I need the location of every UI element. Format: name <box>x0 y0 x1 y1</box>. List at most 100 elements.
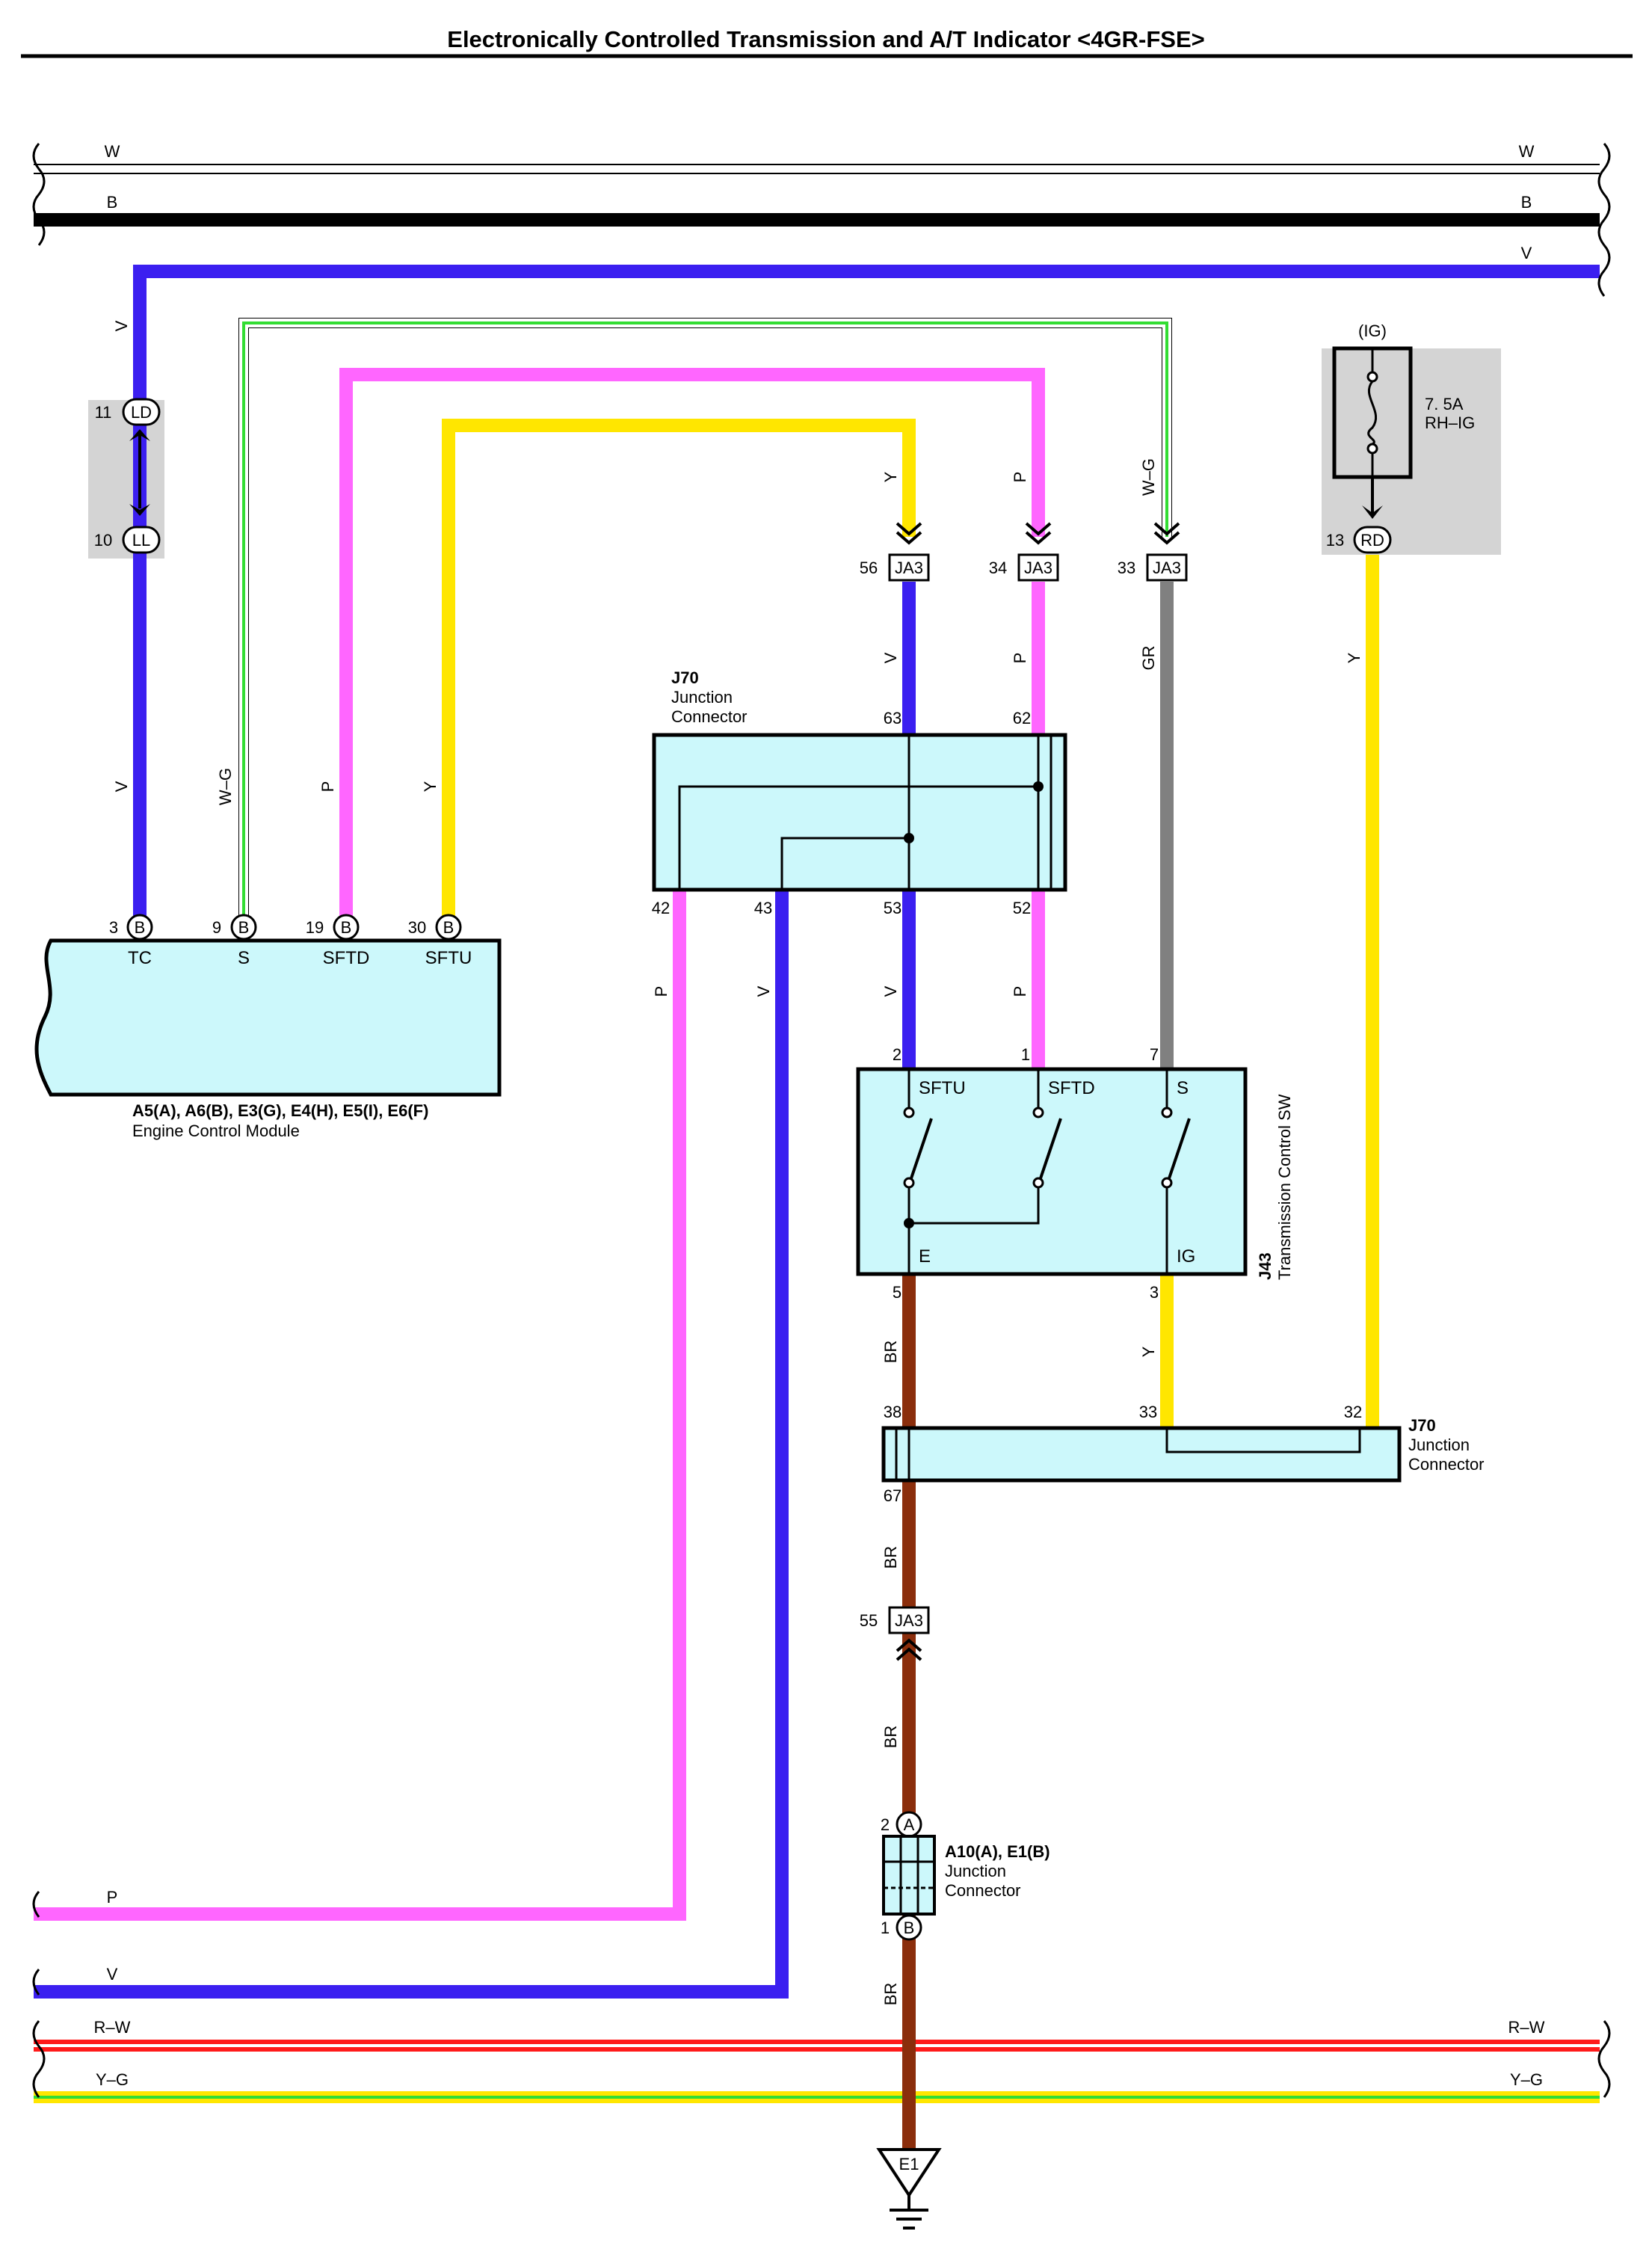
svg-text:JA3: JA3 <box>895 559 923 577</box>
transmission-control-switch: 2 1 7 5 3 SFTU SFTD S E IG J43 Transmiss… <box>856 1045 1294 1302</box>
bus-w-label-right: W <box>1519 142 1535 161</box>
svg-text:LL: LL <box>132 531 150 550</box>
svg-text:62: 62 <box>1013 709 1031 727</box>
svg-text:RH–IG: RH–IG <box>1425 413 1475 432</box>
svg-text:3: 3 <box>109 918 118 937</box>
ecm-pin-sftd: B 19 SFTD <box>306 914 370 968</box>
svg-text:Junction: Junction <box>671 688 733 707</box>
svg-text:34: 34 <box>989 559 1007 577</box>
wire-label-br-67: BR <box>881 1546 900 1569</box>
svg-text:SFTD: SFTD <box>323 948 370 968</box>
svg-text:JA3: JA3 <box>1153 559 1181 577</box>
svg-text:SFTU: SFTU <box>919 1078 966 1098</box>
svg-text:1: 1 <box>881 1919 890 1937</box>
svg-text:42: 42 <box>652 899 670 917</box>
svg-text:JA3: JA3 <box>895 1611 923 1630</box>
svg-text:SFTD: SFTD <box>1048 1078 1095 1098</box>
wire-y-sftu <box>442 419 916 925</box>
svg-text:33: 33 <box>1139 1403 1157 1421</box>
svg-text:A10(A), E1(B): A10(A), E1(B) <box>945 1842 1050 1861</box>
wire-label-br-55: BR <box>881 1726 900 1749</box>
wire-label-p-52: P <box>1011 986 1029 997</box>
svg-text:10: 10 <box>94 531 112 550</box>
svg-text:J70: J70 <box>1408 1416 1436 1435</box>
wire-label-p-ecm: P <box>318 781 337 793</box>
wire-p-42 <box>34 890 686 1921</box>
svg-text:IG: IG <box>1177 1246 1195 1267</box>
svg-text:2: 2 <box>893 1045 901 1064</box>
wire-label-y-ecm: Y <box>421 781 440 792</box>
svg-text:67: 67 <box>884 1486 901 1505</box>
svg-text:33: 33 <box>1118 559 1135 577</box>
svg-text:11: 11 <box>95 403 112 422</box>
svg-text:32: 32 <box>1344 1403 1362 1421</box>
bus-v-label-left: V <box>107 1965 118 1984</box>
chevron-down-icon <box>129 504 150 516</box>
bus-b-label-right: B <box>1521 193 1532 212</box>
svg-text:53: 53 <box>884 899 901 917</box>
svg-text:B: B <box>443 918 454 937</box>
svg-text:Connector: Connector <box>945 1881 1021 1900</box>
wire-label-y-ja3: Y <box>881 471 900 482</box>
bus-rw-label-left: R–W <box>94 2018 131 2037</box>
svg-text:A: A <box>904 1815 915 1834</box>
wire-label-p-ja3: P <box>1011 472 1029 483</box>
wire-label-br-5: BR <box>881 1341 900 1364</box>
svg-text:Junction: Junction <box>1408 1436 1470 1454</box>
a10-junction-connector: A 2 B 1 A10(A), E1(B) Junction Connector <box>881 1811 1050 1941</box>
svg-text:RD: RD <box>1360 531 1384 550</box>
wire-p-sftd <box>339 368 1045 925</box>
arrow-down-icon <box>1362 505 1383 519</box>
svg-text:J70: J70 <box>671 668 699 687</box>
svg-text:63: 63 <box>884 709 901 727</box>
ground-icon <box>876 2148 942 2198</box>
ja3-connector-56: JA3 56 <box>860 522 930 582</box>
ecm-code: A5(A), A6(B), E3(G), E4(H), E5(I), E6(F) <box>132 1101 428 1120</box>
wire-label-wg-ja3: W–G <box>1139 458 1158 496</box>
ecm-name: Engine Control Module <box>132 1122 300 1140</box>
svg-text:2: 2 <box>881 1815 890 1834</box>
wire-label-y-fuse: Y <box>1345 652 1363 663</box>
wire-v-43 <box>34 890 789 1999</box>
bus-b-label-left: B <box>107 193 118 212</box>
diagram-title: Electronically Controlled Transmission a… <box>447 26 1204 52</box>
wire-label-wg-ecm: W–G <box>216 768 235 805</box>
wire-label-p-42: P <box>652 986 671 997</box>
wire-label-br-1: BR <box>881 1983 900 2006</box>
svg-text:43: 43 <box>754 899 772 917</box>
wire-label-v-53: V <box>881 985 900 997</box>
svg-text:55: 55 <box>860 1611 878 1630</box>
svg-text:7. 5A: 7. 5A <box>1425 395 1464 413</box>
ground-e1: E1 <box>876 2148 942 2230</box>
svg-text:7: 7 <box>1150 1045 1159 1064</box>
svg-text:TC: TC <box>128 948 152 968</box>
wire-label-y-3: Y <box>1139 1346 1158 1357</box>
wire-label-gr: GR <box>1139 646 1158 671</box>
svg-text:52: 52 <box>1013 899 1031 917</box>
svg-text:Connector: Connector <box>671 707 748 726</box>
ja3-connector-34: JA3 34 <box>989 522 1059 582</box>
ecm-pin-tc: B 3 TC <box>109 914 153 968</box>
svg-text:B: B <box>904 1919 915 1937</box>
wire-label-v-43: V <box>754 985 773 997</box>
ecm-pin-s: B 9 S <box>212 914 257 968</box>
j70-junction-connector-upper: J70 Junction Connector 63 62 42 43 53 52 <box>652 668 1067 917</box>
svg-text:19: 19 <box>306 918 324 937</box>
switch-code: J43 <box>1256 1252 1275 1280</box>
fuse-rh-ig: (IG) 7. 5A RH–IG RD 13 <box>1326 321 1475 554</box>
bus-break-marks <box>32 143 1611 2098</box>
svg-text:B: B <box>341 918 352 937</box>
j70-junction-connector-lower: 38 33 32 67 J70 Junction Connector <box>881 1403 1485 1505</box>
wire-label-p-j70: P <box>1011 653 1029 664</box>
bus-p-label-left: P <box>107 1888 118 1907</box>
bus-rw-label-right: R–W <box>1508 2018 1545 2037</box>
svg-text:(IG): (IG) <box>1358 321 1387 340</box>
svg-text:S: S <box>1177 1078 1189 1098</box>
bus-w-label-left: W <box>105 142 120 161</box>
svg-text:LD: LD <box>131 403 152 422</box>
svg-text:Junction: Junction <box>945 1862 1006 1880</box>
ld-ll-connector: LD 11 LL 10 <box>94 398 161 554</box>
svg-text:E: E <box>919 1246 931 1267</box>
bus-yg-label-left: Y–G <box>96 2070 129 2089</box>
